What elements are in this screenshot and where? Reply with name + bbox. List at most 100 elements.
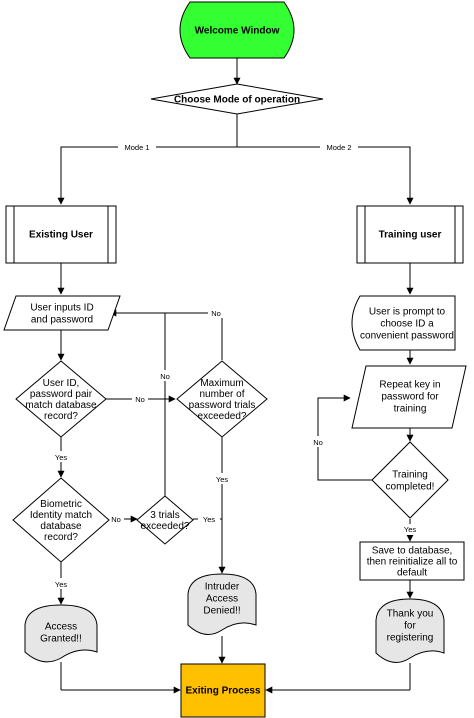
label-bg-three-no (157, 370, 173, 381)
welcome-window-label: Welcome Window (195, 26, 280, 37)
edge-label-bio-yes: Yes (55, 580, 67, 589)
exiting-process-node (180, 663, 266, 718)
three-trials-decision (136, 495, 194, 545)
label-bg-id-yes (50, 451, 72, 462)
access-granted-terminal (24, 604, 98, 663)
edge-label-id-yes: Yes (55, 453, 67, 462)
edge-label-three-no: No (160, 372, 170, 381)
node-text-line: Identity match (30, 510, 92, 521)
node-text-line: Exiting Process (185, 686, 260, 697)
training-completed-decision (371, 441, 449, 519)
node-text-line: Training user (379, 230, 442, 241)
max-trials-decision (176, 360, 268, 438)
node-text-line: Repeat key in (379, 380, 440, 391)
existing-user-label: Existing User (29, 230, 93, 241)
node-text-line: record? (44, 411, 78, 422)
edge-label-train-no: No (313, 438, 323, 447)
label-bg-bio-no (109, 514, 124, 525)
node-text-line: password trials (189, 400, 256, 411)
node-text-line: Thank you (387, 609, 434, 620)
node-text-line: exceeded? (198, 411, 247, 422)
node-text-line: completed! (386, 482, 435, 493)
node-text-line: Intruder (205, 582, 240, 593)
label-bg-three-yes (198, 514, 220, 525)
edge-label-three-yes: Yes (203, 515, 215, 524)
prompt-id-node (351, 295, 456, 351)
existing-user-process (5, 205, 117, 264)
node-text-line: training (394, 404, 427, 415)
node-text-line: Training (392, 470, 428, 481)
node-text-line: User inputs ID (30, 303, 93, 314)
node-text-line: User ID, (43, 378, 80, 389)
edge-max-no (109, 309, 223, 360)
user-inputs-io (3, 295, 121, 331)
node-text-line: registering (387, 633, 434, 644)
training-user-label: Training user (379, 230, 442, 241)
node-text-line: password pair (30, 389, 93, 400)
label-bg-train-yes (399, 524, 421, 535)
node-text-line: Choose Mode of operation (174, 95, 300, 106)
node-text-line: Granted!! (40, 634, 82, 645)
save-database-process (359, 541, 465, 581)
thank-you-terminal (375, 598, 445, 663)
edge-label-bio-no: No (111, 515, 121, 524)
node-text-line: then reinitialize all to (367, 557, 458, 568)
welcome-window-node (179, 1, 295, 59)
choose-mode-label: Choose Mode of operation (174, 95, 300, 106)
id-match-decision (15, 360, 107, 438)
label-bg-train-no (310, 436, 326, 447)
intruder-denied-terminal (187, 573, 257, 635)
exiting-process-label: Exiting Process (185, 686, 260, 697)
label-bg-bio-yes (50, 578, 72, 589)
node-text-line: number of (199, 389, 244, 400)
edge-label-max-yes: Yes (216, 475, 228, 484)
edge-label-max-no: No (211, 309, 221, 318)
edge-label-mode2: Mode 2 (326, 143, 351, 152)
node-text-line: match database (25, 400, 97, 411)
node-text-line: Access (45, 622, 77, 633)
edge-label-id-no: No (135, 395, 145, 404)
node-text-line: Maximum (200, 378, 243, 389)
edge-labels: Mode 1 Mode 2 No Yes No Yes No No Yes Ye… (50, 141, 421, 589)
node-text-line: default (397, 568, 427, 579)
node-text-line: choose ID a (380, 319, 434, 330)
edge-label-train-yes: Yes (404, 525, 416, 534)
node-text-line: convenient password (360, 331, 454, 342)
choose-mode-decision (150, 83, 324, 115)
node-text-line: Existing User (29, 230, 93, 241)
edge-label-mode1: Mode 1 (124, 143, 149, 152)
node-text-line: Biometric (40, 499, 82, 510)
node-text-line: database (40, 521, 82, 532)
label-bg-mode2 (320, 141, 358, 152)
label-bg-max-no (208, 307, 224, 318)
node-text-line: for (404, 621, 416, 632)
biometric-decision (12, 477, 110, 563)
node-text-line: password for (381, 392, 439, 403)
edge-mode2 (237, 146, 414, 205)
training-user-process (356, 205, 464, 264)
node-text-line: 3 trials (150, 510, 179, 521)
node-text-line: exceeded? (141, 521, 190, 532)
repeat-key-io (351, 365, 467, 429)
node-text-line: Denied!! (203, 606, 240, 617)
node-text-line: Access (206, 594, 238, 605)
label-bg-id-no (132, 393, 148, 404)
node-text-line: User is prompt to (369, 307, 446, 318)
label-bg-max-yes (211, 473, 233, 484)
nodes: Welcome Window Choose Mode of operation … (3, 1, 467, 718)
label-bg-mode1 (118, 141, 156, 152)
node-text-line: record? (44, 532, 78, 543)
node-text-line: Save to database, (372, 546, 453, 557)
node-text-line: and password (31, 315, 93, 326)
